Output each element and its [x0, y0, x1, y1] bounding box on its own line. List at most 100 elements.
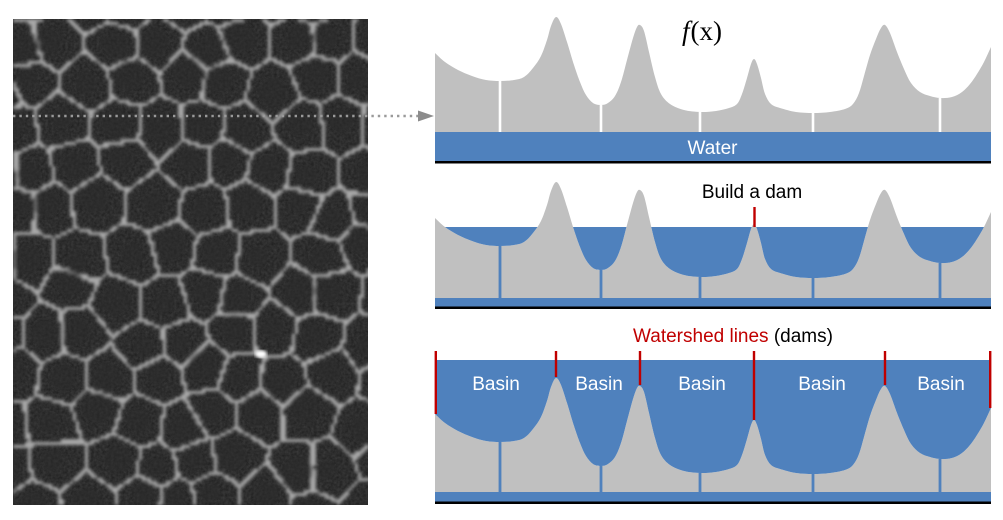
cell-interior — [191, 279, 216, 304]
cell-interior — [13, 328, 14, 335]
cell-interior — [113, 60, 145, 92]
watershed-lines-label: Watershed lines — [633, 326, 769, 347]
cell-interior — [378, 281, 405, 308]
cell-interior — [63, 317, 91, 345]
cell-interior — [368, 106, 398, 136]
cell-interior — [0, 79, 11, 103]
cell-interior — [155, 229, 187, 261]
cell-interior — [133, 335, 155, 357]
cell-interior — [222, 283, 251, 313]
cell-interior — [13, 33, 38, 62]
cell-interior — [35, 27, 63, 56]
basin-labels: Basin Basin Basin Basin Basin — [472, 374, 965, 395]
cell-interior — [299, 0, 325, 17]
cell-interior — [51, 108, 73, 130]
cell-interior — [121, 243, 144, 267]
cell-interior — [296, 498, 320, 505]
cell-interior — [358, 196, 368, 221]
cell-interior — [356, 333, 368, 357]
cell-interior — [355, 160, 368, 191]
cell-interior — [223, 21, 256, 54]
cell-interior — [132, 481, 156, 505]
cell-interior — [170, 332, 191, 354]
cell-interior — [19, 0, 49, 7]
cell-interior — [124, 408, 151, 435]
cell-interior — [146, 362, 170, 386]
cell-interior — [153, 292, 175, 314]
cell-interior — [232, 187, 264, 219]
cell-interior — [314, 277, 342, 305]
cell-interior — [205, 65, 234, 94]
cell-interior — [65, 250, 88, 273]
cell-interior — [358, 497, 368, 505]
scanline-arrow-head-icon — [418, 110, 434, 122]
baseline — [435, 501, 991, 504]
cell-interior — [267, 367, 296, 397]
cell-interior — [287, 109, 314, 136]
cell-interior — [313, 23, 339, 50]
cell-interior — [139, 27, 171, 59]
cell-interior — [261, 315, 285, 339]
basin-label: Basin — [917, 374, 965, 395]
cell-interior — [257, 76, 290, 109]
cell-interior — [13, 244, 42, 276]
cell-interior — [55, 269, 83, 297]
cell-interior — [13, 418, 17, 438]
cell-membranes — [13, 19, 368, 505]
panel-watershed: Basin Basin Basin Basin Basin Watershed line… — [434, 326, 992, 504]
cell-interior — [13, 451, 21, 478]
cell-interior — [0, 246, 11, 274]
cell-interior — [163, 487, 186, 505]
cell-interior — [363, 25, 368, 48]
cell-interior — [254, 155, 282, 183]
cell-interior — [320, 206, 343, 229]
water-band — [435, 492, 991, 502]
cell-interior — [81, 393, 113, 425]
cell-interior — [347, 226, 368, 255]
cell-interior — [100, 286, 130, 316]
cell-interior — [198, 398, 224, 424]
cell-interior — [387, 250, 407, 270]
cell-interior — [347, 67, 368, 90]
cell-interior — [393, 499, 417, 520]
basin-label: Basin — [798, 374, 846, 395]
cell-interior — [309, 245, 331, 267]
cell-interior — [285, 24, 311, 50]
cell-interior — [199, 481, 221, 503]
baseline — [435, 306, 991, 309]
basin-label: Basin — [575, 374, 623, 395]
function-name: f — [682, 16, 693, 46]
cell-membrane-network — [0, 0, 455, 520]
cell-interior — [188, 351, 219, 383]
cell-interior — [242, 395, 274, 426]
cell-interior — [39, 412, 61, 434]
cell-interior — [13, 192, 32, 217]
cell-interior — [78, 182, 110, 214]
cell-interior — [192, 34, 223, 66]
cell-interior — [101, 30, 131, 60]
cell-interior — [145, 113, 176, 143]
basin-label: Basin — [472, 374, 520, 395]
cell-interior — [423, 26, 455, 58]
dams-label: (dams) — [769, 326, 833, 347]
cell-interior — [32, 189, 61, 218]
terrain-profile — [435, 16, 991, 134]
watershed-lines — [434, 351, 992, 420]
cell-interior — [281, 455, 313, 488]
cell-interior — [300, 60, 331, 91]
cell-interior — [143, 192, 165, 214]
water-inlet-lines — [498, 442, 942, 493]
cell-interior — [384, 395, 415, 426]
cell-interior — [294, 164, 317, 188]
cell-interior — [227, 367, 249, 389]
cell-interior — [59, 150, 89, 180]
build-dam-caption: Build a dam — [702, 182, 802, 203]
basin-label: Basin — [678, 374, 726, 395]
cell-interior — [317, 358, 343, 384]
cell-interior — [103, 444, 133, 474]
cell-interior — [17, 67, 38, 89]
cell-interior — [144, 456, 167, 478]
cell-interior — [49, 363, 78, 392]
water-band — [435, 132, 991, 162]
cell-interior — [301, 322, 329, 350]
